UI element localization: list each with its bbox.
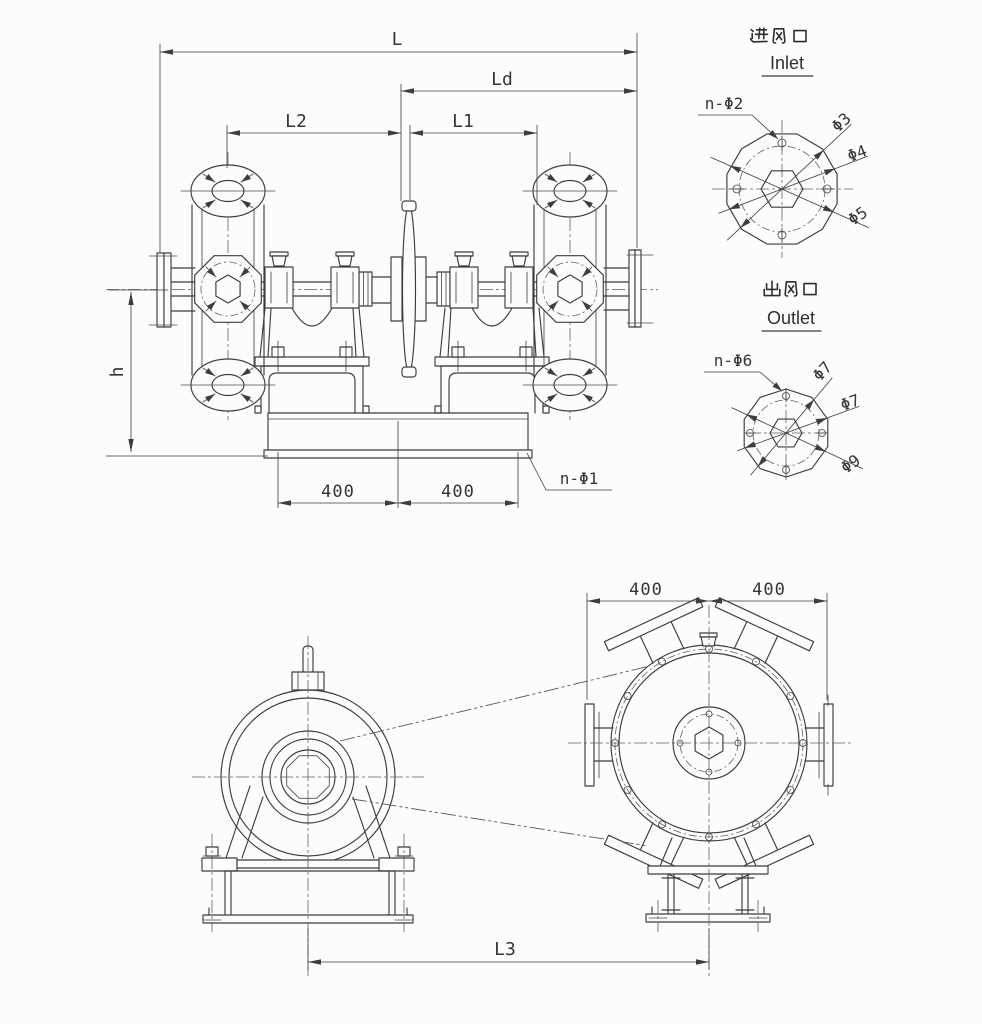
shaft-end-polygon (286, 755, 330, 799)
hub-flange-left (390, 256, 403, 322)
end-view-bolt-holes (611, 645, 807, 841)
bearing-block-1 (264, 251, 294, 309)
end-view-side-ports (584, 694, 834, 796)
projection-line-upper (339, 662, 663, 742)
inlet-title-zh: 进风口 (761, 26, 815, 46)
outlet-dia-label-1: Φ7 (809, 358, 836, 385)
projection-line-lower (351, 798, 649, 847)
dim-label-L2: L2 (285, 111, 307, 132)
dim-label-L1: L1 (452, 111, 474, 132)
inlet-bolt-holes (729, 135, 835, 243)
inlet-bolt-callout: n-Φ2 (698, 94, 779, 140)
bearing-pedestal-right (434, 307, 550, 414)
end-view-diagonal-ports (603, 597, 815, 889)
dim-label-400-end-left: 400 (629, 580, 663, 600)
inlet-title-en: Inlet (770, 53, 804, 73)
outlet-dia-label-3: Φ9 (837, 451, 864, 478)
inlet-title: 进风口 Inlet (749, 26, 815, 77)
inlet-dia-label-1: Φ3 (828, 109, 855, 136)
outlet-side-flange (603, 249, 654, 328)
L3-dimension: L3 (307, 928, 710, 970)
bearing-block-4 (504, 251, 534, 309)
shaft-step-rings (358, 271, 451, 307)
dim-label-L3: L3 (494, 939, 516, 960)
outlet-bore-hex (769, 418, 803, 448)
outlet-bolt-holes (743, 389, 829, 477)
front-elevation-view: L Ld L2 L1 h 400 400 n-Φ1 (106, 29, 658, 508)
end-view: 400 400 (568, 580, 852, 976)
sheave-rim (401, 204, 417, 374)
dim-label-h: h (107, 367, 128, 378)
end-view-pedestal (645, 837, 771, 932)
outlet-title-en: Outlet (767, 308, 815, 328)
dim-label-Ld: Ld (491, 69, 513, 90)
hub-flange-right (414, 256, 427, 322)
outlet-diameter-callouts: Φ7 Φ7 Φ9 (731, 358, 864, 478)
outlet-bolt-holes-label: n-Φ6 (714, 351, 753, 370)
bearing-pedestal-left (254, 307, 370, 414)
inlet-bore-hex (760, 170, 804, 208)
dim-label-400-end-right: 400 (752, 580, 786, 600)
front-view-dimensions: L Ld L2 L1 h 400 400 n-Φ1 (106, 29, 638, 508)
inlet-flange-detail: 进风口 Inlet Φ3 Φ4 Φ5 n-Φ2 (698, 26, 871, 258)
side-view (192, 636, 424, 976)
side-view-aframe (225, 785, 391, 859)
end-view-dimensions: 400 400 (586, 580, 828, 700)
outlet-title: 出风口 Outlet (761, 279, 822, 332)
inlet-dia-label-3: Φ5 (844, 203, 871, 230)
bearing-block-3 (449, 251, 479, 309)
inlet-dia-label-2: Φ4 (845, 141, 870, 166)
dim-label-400-left: 400 (321, 482, 355, 502)
anchor-bolt-label: n-Φ1 (560, 469, 599, 488)
inlet-flange-outline (726, 133, 838, 245)
outlet-flange-detail: 出风口 Outlet Φ7 Φ7 Φ9 n-Φ6 (704, 279, 864, 480)
dim-label-L: L (392, 29, 403, 50)
outlet-flange-outline (743, 388, 829, 478)
anchor-bolt-leader (526, 452, 547, 491)
outlet-dia-label-2: Φ7 (838, 390, 863, 414)
outlet-title-zh: 出风口 (765, 279, 819, 299)
inlet-bolt-holes-label: n-Φ2 (705, 94, 744, 113)
inlet-diameter-callouts: Φ3 Φ4 Φ5 (710, 109, 871, 241)
end-view-top-fitting (699, 632, 718, 647)
dim-label-400-right: 400 (441, 482, 475, 502)
drive-pulley (371, 200, 438, 378)
outlet-bolt-callout: n-Φ6 (704, 351, 783, 392)
cylinder-left (181, 152, 275, 420)
bearing-block-2 (330, 251, 360, 309)
